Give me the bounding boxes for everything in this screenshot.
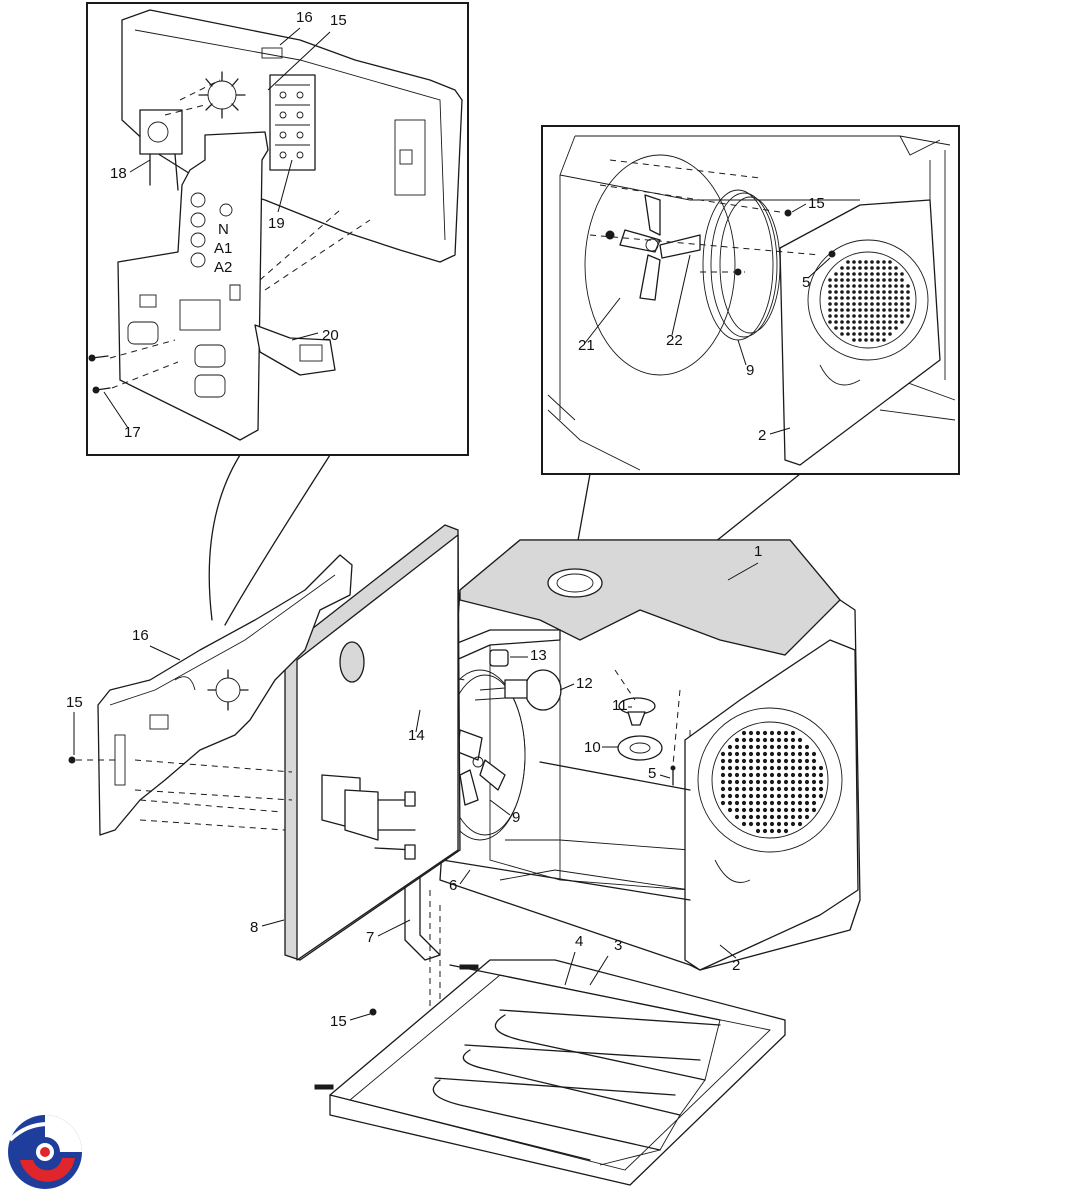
callout-14: 14 <box>408 727 425 744</box>
callout-16: 16 <box>296 9 313 26</box>
callout-21: 21 <box>578 337 595 354</box>
callout-leader <box>349 1013 371 1021</box>
callout-12: 12 <box>576 675 593 692</box>
callout-leader <box>807 257 831 279</box>
grille-large <box>720 730 824 834</box>
callout-leader <box>559 683 575 691</box>
terminal-label-n: N <box>218 221 229 238</box>
callout-leader <box>584 297 621 344</box>
callout-15: 15 <box>330 12 347 29</box>
detail-box-fan-element <box>541 125 960 475</box>
callout-8: 8 <box>250 919 258 936</box>
callout-leader <box>659 774 671 779</box>
oven-cavity <box>349 539 861 1025</box>
callout-leader <box>719 944 737 959</box>
grille-small <box>828 260 910 342</box>
callout-leader <box>277 159 293 213</box>
callout-16: 16 <box>132 627 149 644</box>
callout-leader <box>589 955 609 986</box>
terminal-label-a2: A2 <box>214 259 232 276</box>
callout-leader <box>489 799 511 816</box>
callout-leader <box>129 159 151 173</box>
callout-leader <box>769 427 791 435</box>
callout-15: 15 <box>66 694 83 711</box>
callout-leader <box>377 919 411 937</box>
callout-15: 15 <box>330 1013 347 1030</box>
callout-leader <box>103 391 129 429</box>
callout-22: 22 <box>666 332 683 349</box>
callout-leader <box>791 203 807 213</box>
callout-13: 13 <box>530 647 547 664</box>
callout-2: 2 <box>758 427 766 444</box>
detail-box-control-panel: N A1 A2 <box>86 2 469 456</box>
back-plate <box>68 554 353 836</box>
oven-lamp <box>474 669 562 711</box>
callout-leader <box>149 645 181 661</box>
callout-15: 15 <box>808 195 825 212</box>
callout-19: 19 <box>268 215 285 232</box>
brand-logo <box>8 1115 82 1189</box>
callout-5: 5 <box>802 274 810 291</box>
fan-blade-main <box>457 729 506 806</box>
callout-11: 11 <box>612 697 628 714</box>
callout-leader <box>267 31 331 91</box>
callout-3: 3 <box>614 937 622 954</box>
callout-leader <box>671 254 691 336</box>
callout-leader <box>727 562 759 581</box>
callout-10: 10 <box>584 739 601 756</box>
callout-7: 7 <box>366 929 374 946</box>
callout-leader <box>737 339 747 366</box>
callout-leader <box>415 709 421 733</box>
callout-leader <box>261 919 285 927</box>
terminal-block <box>269 74 316 171</box>
star-bracket <box>198 71 246 119</box>
callout-17: 17 <box>124 424 141 441</box>
callout-5: 5 <box>648 765 656 782</box>
fan-blade <box>619 194 701 301</box>
insulation-panel <box>284 524 461 961</box>
callout-1: 1 <box>754 543 762 560</box>
terminal-label-a1: A1 <box>214 240 232 257</box>
callout-9: 9 <box>512 809 520 826</box>
callout-9: 9 <box>746 362 754 379</box>
callout-20: 20 <box>322 327 339 344</box>
callout-4: 4 <box>575 933 583 950</box>
callout-leader <box>291 332 319 341</box>
fan-motor <box>139 109 183 191</box>
callout-leader <box>564 951 576 986</box>
callout-18: 18 <box>110 165 127 182</box>
callout-leader <box>279 27 301 46</box>
callout-6: 6 <box>449 877 457 894</box>
callout-2: 2 <box>732 957 740 974</box>
callout-leader <box>459 869 471 885</box>
bottom-element-tray <box>314 959 786 1186</box>
